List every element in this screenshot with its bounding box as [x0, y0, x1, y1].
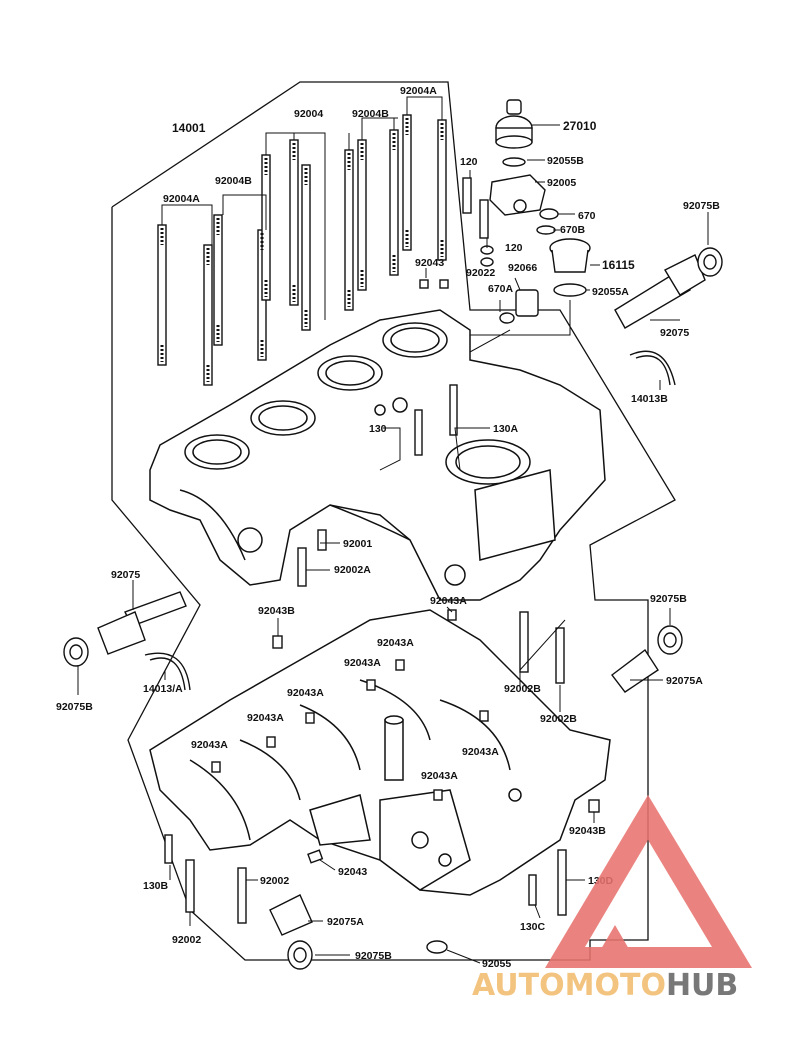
part-label: 92004A — [163, 193, 200, 205]
part-label: 92043A — [421, 770, 458, 782]
bearing-half-left — [144, 652, 191, 691]
part-label: 120 — [505, 242, 523, 254]
stud-bolt — [213, 214, 223, 346]
stud-threads — [160, 118, 444, 382]
part-label: 16115 — [602, 258, 635, 272]
part-label: 14001 — [172, 121, 206, 135]
part-label: 92043A — [462, 746, 499, 758]
watermark-triangle — [545, 795, 752, 968]
part-label: 92002A — [334, 564, 371, 576]
part-labels: 14001 92004 92004A 92004B 92004B 92004A … — [56, 85, 720, 970]
shaft-assembly-right — [614, 247, 723, 329]
part-label: 130C — [520, 921, 546, 933]
stud-bolt — [402, 114, 412, 251]
part-label: 92075B — [56, 701, 93, 713]
part-label: 92002 — [260, 875, 289, 887]
part-label: 92075 — [660, 327, 689, 339]
oil-pipe-fitting — [462, 174, 559, 239]
bearing-half-right — [629, 350, 676, 386]
oil-pressure-switch — [495, 99, 533, 167]
part-label: 92004A — [400, 85, 437, 97]
part-label: 92002B — [540, 713, 577, 725]
upper-crankcase — [149, 309, 606, 601]
breather-fitting — [480, 245, 539, 324]
part-label: 120 — [460, 156, 478, 168]
shaft-assembly-lower-right — [611, 625, 683, 693]
part-label: 92075B — [355, 950, 392, 962]
part-label: 92043A — [377, 637, 414, 649]
part-label: 92002B — [504, 683, 541, 695]
part-label: 92043B — [258, 605, 295, 617]
part-label: 92043B — [569, 825, 606, 837]
shaft-assembly-lower-left — [269, 894, 313, 970]
part-label: 92004B — [352, 108, 389, 120]
part-label: 92043A — [430, 595, 467, 607]
bolts-and-dowels — [164, 279, 600, 954]
stud-bolt — [203, 244, 213, 386]
assembly-outline — [111, 81, 676, 961]
watermark-logo: AUTOMOTOHUB — [472, 795, 752, 1003]
part-label: 92043A — [191, 739, 228, 751]
part-label: 92075A — [666, 675, 703, 687]
part-label: 92004B — [215, 175, 252, 187]
part-label: 92004 — [294, 108, 323, 120]
stud-bolt — [289, 139, 299, 306]
watermark-text: AUTOMOTOHUB — [472, 968, 738, 1003]
part-label: 92005 — [547, 177, 576, 189]
part-label: 670A — [488, 283, 514, 295]
part-label: 92075 — [111, 569, 140, 581]
part-label: 130A — [493, 423, 519, 435]
watermark-triangle-inner — [590, 925, 640, 968]
part-label: 92075A — [327, 916, 364, 928]
part-label: 14013/A — [143, 683, 183, 695]
part-label: 92066 — [508, 262, 537, 274]
part-label: 92022 — [466, 267, 495, 279]
part-label: 92001 — [343, 538, 372, 550]
stud-bolt — [157, 224, 167, 366]
leader-lines — [77, 96, 709, 964]
part-label: 92075B — [683, 200, 720, 212]
part-label: 92043A — [287, 687, 324, 699]
part-label: 670B — [560, 224, 586, 236]
shaft-assembly-left — [63, 591, 187, 667]
stud-bolt — [301, 164, 311, 331]
stud-bolt — [389, 129, 399, 276]
stud-bolt — [437, 119, 447, 261]
part-label: 92055A — [592, 286, 629, 298]
part-label: 92055 — [482, 958, 511, 970]
part-label: 92043 — [415, 257, 444, 269]
part-label: 92002 — [172, 934, 201, 946]
part-label: 92043 — [338, 866, 367, 878]
part-label: 130B — [143, 880, 169, 892]
part-label: 92055B — [547, 155, 584, 167]
part-label: 670 — [578, 210, 596, 222]
part-label: 92075B — [650, 593, 687, 605]
stud-bolt — [344, 149, 354, 311]
part-label: 92043A — [344, 657, 381, 669]
part-label: 27010 — [563, 119, 597, 133]
part-label: 14013B — [631, 393, 668, 405]
stud-bolt — [357, 139, 367, 291]
part-label: 92043A — [247, 712, 284, 724]
oil-filler-cap — [549, 238, 591, 297]
part-label: 130 — [369, 423, 387, 435]
lower-crankcase — [149, 609, 611, 896]
